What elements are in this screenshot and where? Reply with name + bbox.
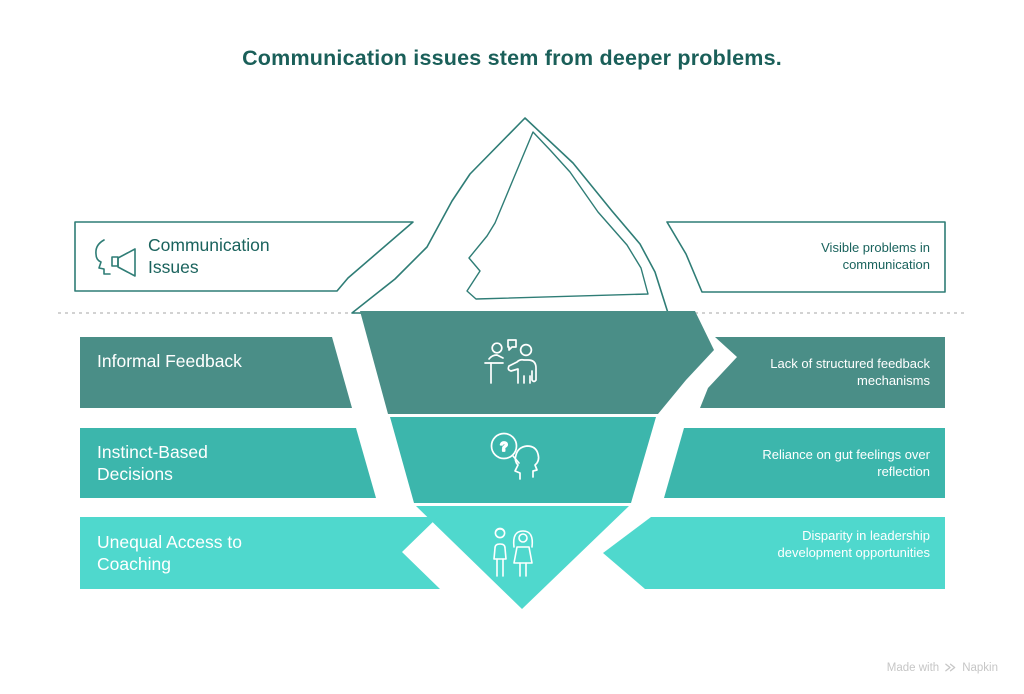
layer-3-left-box bbox=[80, 517, 440, 589]
feedback-presentation-icon bbox=[484, 339, 537, 384]
layer-1-left-box bbox=[80, 337, 352, 408]
man-woman-icon bbox=[493, 527, 534, 577]
layer-3-label: Unequal Access to Coaching bbox=[97, 532, 242, 574]
surface-description: Visible problems in communication bbox=[821, 240, 930, 272]
question-mark-glyph: ? bbox=[500, 439, 508, 454]
layer-1-right-box bbox=[700, 337, 945, 408]
iceberg-section-3 bbox=[416, 506, 629, 609]
layer-2-description: Reliance on gut feelings over reflection bbox=[762, 447, 930, 479]
surface-label: Communication Issues bbox=[148, 235, 270, 277]
iceberg-inner-ridge-outline bbox=[466, 131, 649, 300]
surface-right-box bbox=[666, 221, 946, 293]
page-title: Communication issues stem from deeper pr… bbox=[242, 46, 782, 70]
watermark-brand: Napkin bbox=[962, 661, 998, 674]
layer-3-description: Disparity in leadership development oppo… bbox=[777, 528, 931, 560]
surface-left-box bbox=[74, 221, 414, 292]
iceberg-section-2 bbox=[390, 417, 656, 503]
layer-1-label: Informal Feedback bbox=[97, 351, 242, 371]
napkin-logo-icon bbox=[945, 663, 956, 672]
watermark-prefix: Made with bbox=[886, 661, 940, 674]
speaker-face-megaphone-icon bbox=[95, 239, 136, 277]
layer-2-label: Instinct-Based Decisions bbox=[97, 442, 208, 484]
layer-2-left-box bbox=[80, 428, 376, 498]
watermark: Made with Napkin bbox=[887, 661, 998, 674]
layer-3-right-box bbox=[603, 517, 945, 589]
layer-1-description: Lack of structured feedback mechanisms bbox=[770, 356, 930, 388]
iceberg-above-water-outline bbox=[351, 117, 669, 314]
layer-2-right-box bbox=[664, 428, 945, 498]
iceberg-section-1 bbox=[360, 311, 714, 414]
head-question-magnifier-icon: ? bbox=[490, 432, 540, 480]
